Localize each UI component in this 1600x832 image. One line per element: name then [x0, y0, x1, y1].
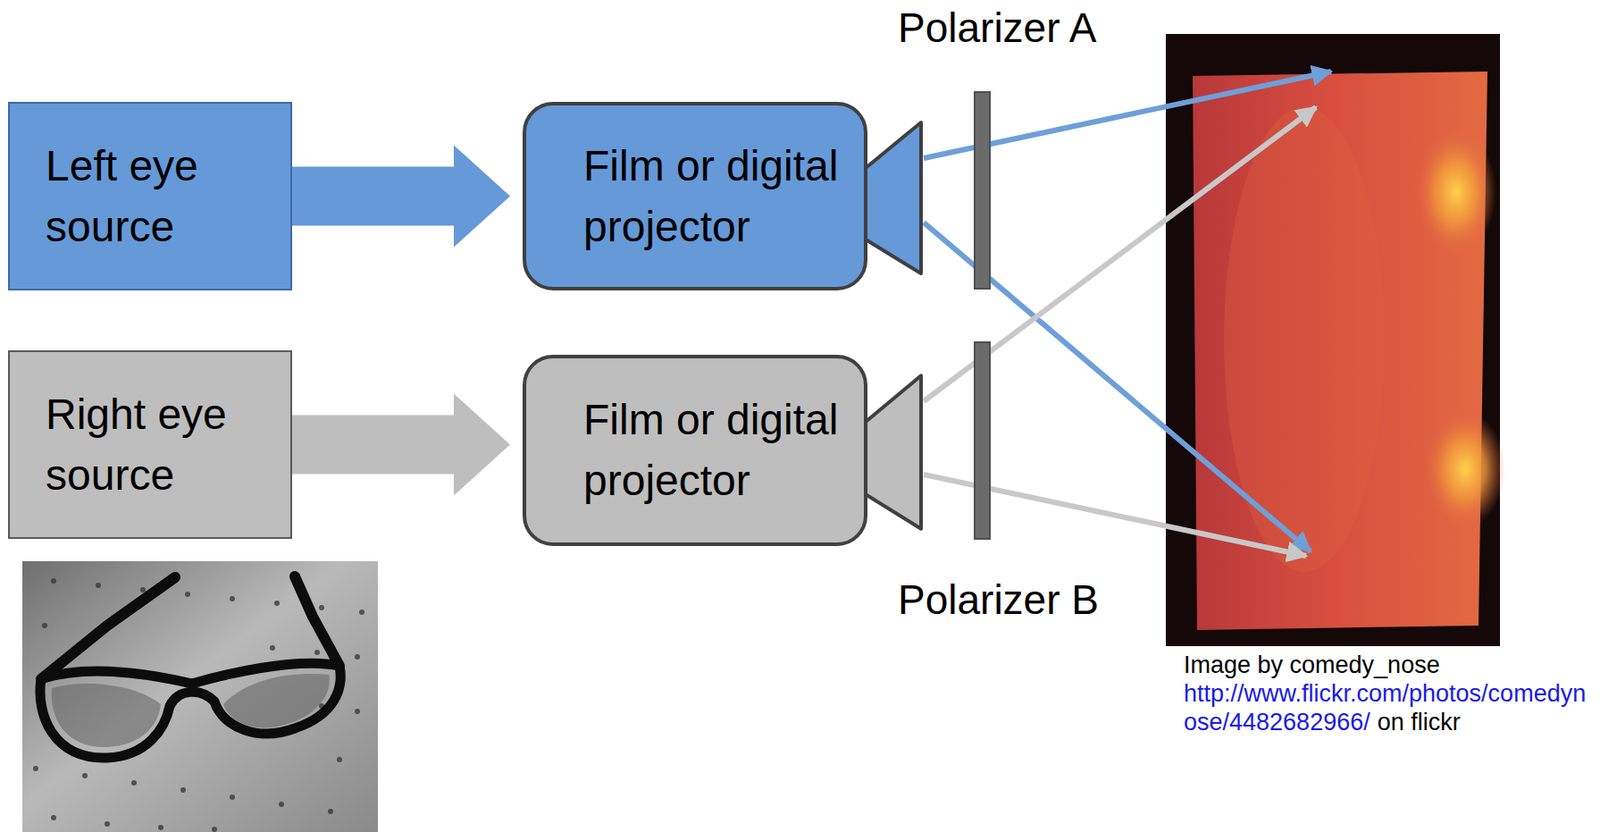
node-label: Right eye source [45, 384, 260, 506]
node-label: Left eye source [45, 135, 260, 258]
light-path [923, 71, 1332, 556]
polarizer-plate [974, 92, 990, 289]
credit-block: http://www.flickr.com/photos/comedynose/… [1183, 678, 1591, 737]
projector-box: Film or digital projector [522, 101, 924, 291]
block-arrow [292, 393, 511, 496]
projector-box: Film or digital projector [522, 354, 924, 546]
screen-photo [1165, 33, 1506, 646]
block-arrow [292, 145, 511, 248]
part-label: Polarizer A [897, 3, 1097, 52]
glasses-photo [22, 561, 378, 832]
polarizer-plate [974, 342, 990, 539]
image-credit: Image by comedy_nose [1183, 650, 1441, 679]
credit-text: on flickr [1377, 708, 1461, 736]
projector-outline [522, 101, 924, 291]
part-label: Polarizer B [897, 575, 1099, 624]
projector-outline [522, 354, 924, 546]
source-box: Right eye source [8, 350, 293, 539]
source-box: Left eye source [8, 101, 293, 291]
node-label: Film or digital projector [583, 135, 852, 258]
node-label: Film or digital projector [583, 389, 852, 511]
